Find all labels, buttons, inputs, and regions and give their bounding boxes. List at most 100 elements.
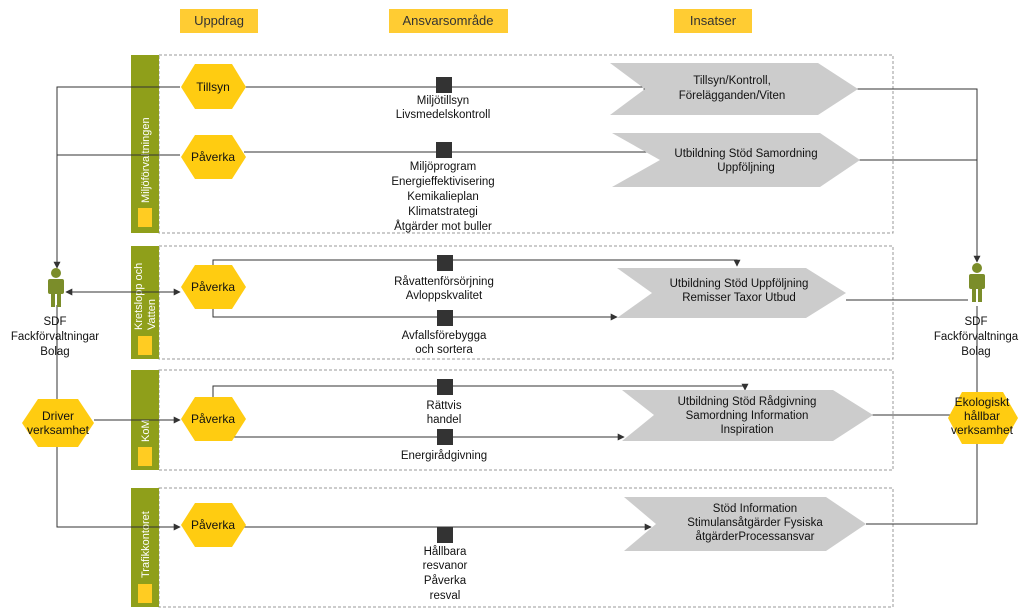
person-icon (48, 268, 64, 307)
connector-trafik-right (866, 306, 978, 525)
svg-text:Förelägganden/Viten: Förelägganden/Viten (679, 90, 786, 102)
svg-text:Fackförvaltningar: Fackförvaltningar (11, 331, 99, 343)
hex-paverka-trafik[interactable]: Påverka (181, 503, 246, 547)
action-tillsyn: Tillsyn/Kontroll, Förelägganden/Viten (610, 63, 858, 115)
svg-text:Påverka: Påverka (191, 280, 235, 294)
svg-text:handel: handel (427, 414, 462, 426)
area-text-miljotillsyn: Miljötillsyn Livsmedelskontroll (396, 95, 491, 121)
connector-left-trafik (56, 305, 181, 531)
svg-text:Miljöförvaltningen: Miljöförvaltningen (140, 117, 152, 203)
square-node-icon (437, 429, 453, 445)
area-text-rattvis-handel: Rättvis handel (426, 400, 461, 426)
svg-text:Åtgärder mot buller: Åtgärder mot buller (394, 220, 492, 233)
connector-left-spine (53, 86, 180, 269)
square-node-icon (437, 379, 453, 395)
svg-text:resvanor: resvanor (423, 560, 468, 572)
svg-text:Stöd Information: Stöd Information (713, 503, 797, 515)
lane-band-kretslopp: Kretslopp och Vatten (131, 246, 159, 359)
area-text-ravatten: Råvattenförsörjning Avloppskvalitet (394, 276, 494, 302)
svg-text:och sortera: och sortera (415, 344, 473, 356)
svg-text:Uppföljning: Uppföljning (717, 162, 775, 174)
svg-text:Hållbara: Hållbara (424, 546, 467, 558)
svg-text:Trafikkontoret: Trafikkontoret (140, 511, 152, 578)
left-actor-label: SDF Fackförvaltningar Bolag (11, 316, 99, 358)
header-uppdrag: Uppdrag (180, 9, 258, 33)
svg-text:Inspiration: Inspiration (720, 424, 773, 436)
svg-text:Råvattenförsörjning: Råvattenförsörjning (394, 276, 494, 288)
svg-text:Stimulansåtgärder Fysiska: Stimulansåtgärder Fysiska (687, 517, 823, 529)
svg-text:Energirådgivning: Energirådgivning (401, 450, 487, 462)
svg-text:Remisser Taxor Utbud: Remisser Taxor Utbud (682, 292, 796, 304)
lane-band-trafik: Trafikkontoret (131, 488, 159, 607)
svg-text:Påverka: Påverka (191, 150, 235, 164)
svg-text:Påverka: Påverka (191, 412, 235, 426)
svg-text:Miljöprogram: Miljöprogram (410, 161, 476, 173)
hex-ekologiskt-hallbar[interactable]: Ekologiskt hållbar verksamhet (948, 392, 1018, 444)
square-node-icon (437, 255, 453, 271)
header-insatser: Insatser (674, 9, 752, 33)
svg-text:Vatten: Vatten (146, 299, 158, 330)
area-text-energiradgivning: Energirådgivning (401, 450, 487, 462)
hex-driver-verksamhet[interactable]: Driver verksamhet (22, 399, 94, 447)
svg-text:åtgärderProcessansvar: åtgärderProcessansvar (696, 531, 815, 543)
svg-text:Bolag: Bolag (40, 346, 69, 358)
svg-text:verksamhet: verksamhet (951, 423, 1014, 437)
svg-text:Bolag: Bolag (961, 346, 990, 358)
svg-text:Samordning Information: Samordning Information (686, 410, 809, 422)
svg-text:Livsmedelskontroll: Livsmedelskontroll (396, 109, 491, 121)
connector-kom-upper (212, 383, 749, 401)
svg-text:Avfallsförebygga: Avfallsförebygga (402, 330, 487, 342)
svg-text:KoM: KoM (140, 419, 152, 442)
svg-text:Påverka: Påverka (191, 518, 235, 532)
person-icon (969, 263, 985, 302)
svg-text:Fackförvaltninga: Fackförvaltninga (934, 331, 1019, 343)
svg-text:Utbildning Stöd Samordning: Utbildning Stöd Samordning (674, 148, 817, 160)
svg-text:Påverka: Påverka (424, 575, 467, 587)
svg-text:Klimatstrategi: Klimatstrategi (408, 206, 478, 218)
hex-paverka-miljo[interactable]: Påverka (181, 135, 246, 179)
hex-tillsyn[interactable]: Tillsyn (181, 64, 246, 109)
square-node-icon (437, 527, 453, 543)
lane-band-miljo: Miljöförvaltningen (131, 55, 159, 233)
square-node-icon (437, 310, 453, 326)
svg-text:Ansvarsområde: Ansvarsområde (402, 13, 493, 28)
right-actor-label: SDF Fackförvaltninga Bolag (934, 316, 1019, 358)
hex-paverka-kretslopp[interactable]: Påverka (181, 265, 246, 309)
action-miljo-paverka: Utbildning Stöd Samordning Uppföljning (612, 133, 860, 187)
connector-trafik-action (244, 523, 652, 537)
svg-text:SDF: SDF (965, 316, 988, 328)
square-node-icon (436, 77, 452, 93)
square-node-icon (436, 142, 452, 158)
area-text-miljoprogram: Miljöprogram Energieffektivisering Kemik… (391, 161, 494, 233)
svg-text:Insatser: Insatser (690, 13, 737, 28)
connector-kom-lower (212, 433, 625, 441)
svg-text:Driver: Driver (42, 409, 74, 423)
action-kretslopp: Utbildning Stöd Uppföljning Remisser Tax… (617, 268, 846, 318)
svg-text:hållbar: hållbar (964, 409, 1000, 423)
svg-text:Kemikalieplan: Kemikalieplan (407, 191, 479, 203)
svg-text:Utbildning Stöd Rådgivning: Utbildning Stöd Rådgivning (678, 396, 817, 408)
connector-kretslopp-lower (212, 306, 618, 321)
svg-text:Kretslopp och: Kretslopp och (133, 263, 145, 330)
svg-text:Uppdrag: Uppdrag (194, 13, 244, 28)
svg-text:Utbildning Stöd Uppföljning: Utbildning Stöd Uppföljning (670, 278, 809, 290)
svg-text:verksamhet: verksamhet (27, 423, 90, 437)
svg-text:Tillsyn/Kontroll,: Tillsyn/Kontroll, (693, 75, 771, 87)
connector-right-spine (857, 88, 981, 263)
action-kom: Utbildning Stöd Rådgivning Samordning In… (622, 390, 873, 441)
svg-text:Energieffektivisering: Energieffektivisering (391, 176, 494, 188)
svg-text:Tillsyn: Tillsyn (196, 80, 230, 94)
svg-text:SDF: SDF (44, 316, 67, 328)
svg-text:Avloppskvalitet: Avloppskvalitet (406, 290, 483, 302)
hex-paverka-kom[interactable]: Påverka (181, 397, 246, 441)
connector-kretslopp-upper (212, 259, 741, 268)
area-text-avfall: Avfallsförebygga och sortera (402, 330, 487, 356)
area-text-hallbara-resvanor: Hållbara resvanor Påverka resval (423, 546, 468, 602)
header-ansvarsomrade: Ansvarsområde (389, 9, 508, 33)
action-trafik: Stöd Information Stimulansåtgärder Fysis… (624, 497, 866, 551)
svg-text:resval: resval (430, 590, 461, 602)
svg-text:Ekologiskt: Ekologiskt (955, 395, 1010, 409)
svg-text:Miljötillsyn: Miljötillsyn (417, 95, 469, 107)
svg-text:Rättvis: Rättvis (426, 400, 461, 412)
